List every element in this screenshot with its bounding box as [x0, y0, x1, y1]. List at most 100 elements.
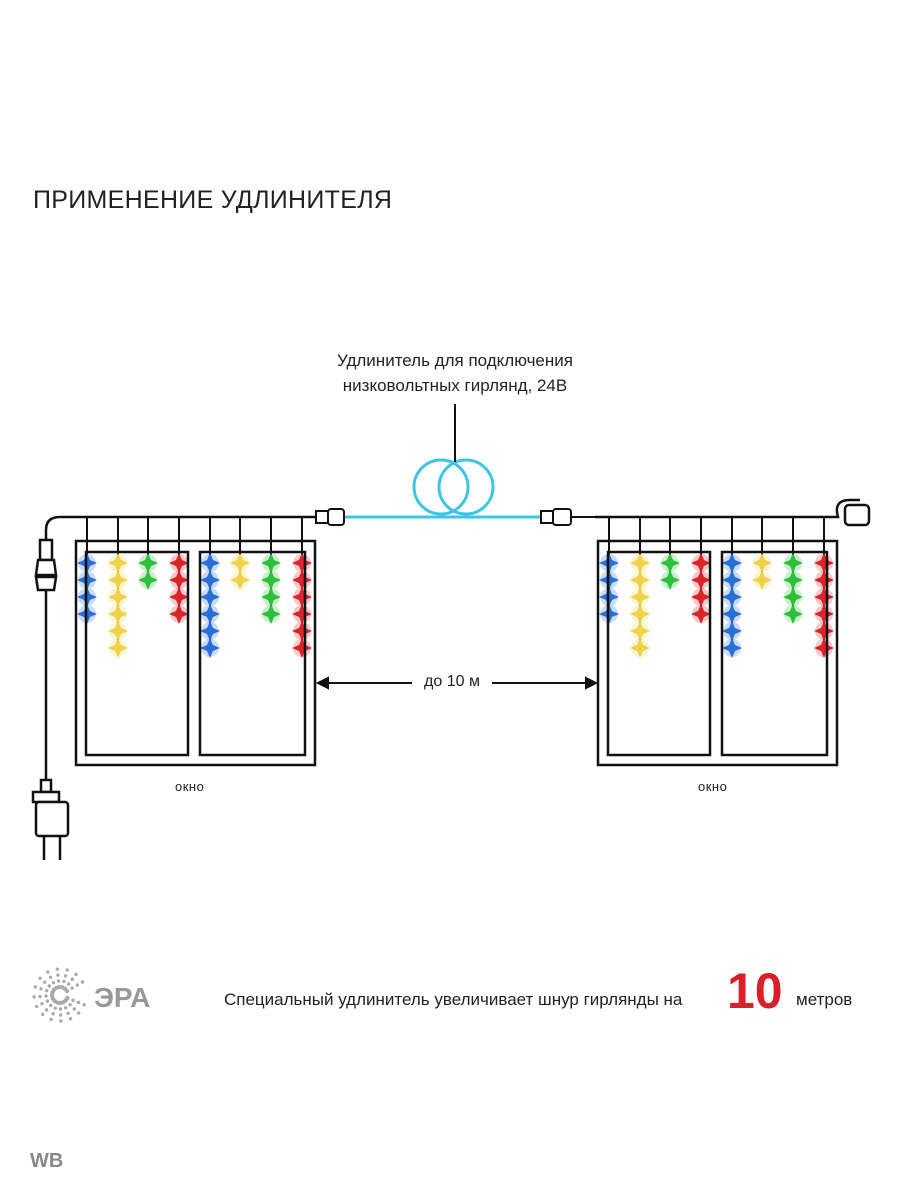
logo-dot [56, 979, 61, 983]
logo-dot [71, 998, 75, 1002]
led-blue [200, 604, 220, 624]
led-blue [200, 570, 220, 590]
logo-dot [40, 1012, 45, 1017]
window-label-right: окно [698, 779, 728, 794]
logo-dot [64, 988, 70, 994]
led-yellow [752, 570, 772, 590]
logo-dot [46, 970, 50, 974]
led-green [783, 570, 803, 590]
logo-dot [42, 980, 47, 984]
led-blue [200, 587, 220, 607]
led-green [783, 553, 803, 573]
led-yellow [108, 621, 128, 641]
right-garland-wire [595, 498, 860, 519]
led-green [138, 570, 158, 590]
led-yellow [630, 553, 650, 573]
logo-dot [48, 1003, 53, 1008]
logo-dot [70, 986, 74, 990]
led-red [814, 570, 834, 590]
led-blue [722, 587, 742, 607]
logo-dot [45, 999, 50, 1003]
led-blue [722, 604, 742, 624]
led-red [691, 570, 711, 590]
logo-dot [53, 1006, 57, 1010]
logo-dot [65, 968, 69, 972]
logo-dot [75, 983, 80, 987]
led-red [292, 638, 312, 658]
led-green [138, 553, 158, 573]
extension-callout: Удлинитель для подключения низковольтных… [300, 348, 610, 398]
led-blue [722, 638, 742, 658]
led-red [814, 621, 834, 641]
led-red [292, 604, 312, 624]
led-blue [722, 621, 742, 641]
led-blue [200, 621, 220, 641]
led-red [814, 604, 834, 624]
led-green [261, 587, 281, 607]
logo-dot [72, 1007, 77, 1011]
led-red [691, 604, 711, 624]
led-yellow [230, 570, 250, 590]
logo-dot [77, 1011, 81, 1015]
logo-dot [56, 973, 60, 977]
led-red [292, 621, 312, 641]
led-green [261, 570, 281, 590]
power-plug-icon [31, 538, 70, 860]
unit-text: метров [796, 990, 853, 1009]
logo-dot [58, 1007, 63, 1011]
led-red [292, 553, 312, 573]
right-window [596, 539, 839, 767]
logo-dot [47, 984, 51, 988]
led-yellow [630, 587, 650, 607]
led-red [814, 587, 834, 607]
logo-dot [51, 1012, 55, 1016]
extension-cable [345, 458, 540, 519]
logo-dot [51, 980, 56, 985]
led-red [169, 553, 189, 573]
led-red [814, 553, 834, 573]
led-blue [722, 570, 742, 590]
logo-dot [38, 976, 42, 980]
logo-dot [44, 1008, 49, 1012]
logo-dot [74, 972, 78, 977]
logo-dot [49, 1017, 53, 1022]
led-green [261, 604, 281, 624]
logo-dot [48, 975, 53, 980]
led-red [169, 587, 189, 607]
svg-text:ЭРА: ЭРА [94, 982, 150, 1013]
logo-dot [58, 1013, 63, 1017]
left-connector-icon [315, 508, 345, 526]
led-red [292, 570, 312, 590]
logo-dot [39, 987, 43, 991]
led-yellow [230, 553, 250, 573]
window-label-left: окно [175, 779, 205, 794]
led-red [169, 570, 189, 590]
bottom-text: Специальный удлинитель увеличивает шнур … [224, 990, 683, 1009]
led-blue [200, 638, 220, 658]
logo-dot [32, 995, 36, 999]
logo-dot [62, 979, 66, 984]
led-blue [200, 553, 220, 573]
logo-dot [66, 982, 71, 986]
led-red [292, 587, 312, 607]
logo-dot [82, 1003, 86, 1007]
logo-dot [76, 1000, 81, 1005]
led-green [783, 604, 803, 624]
led-yellow [108, 553, 128, 573]
logo-dot [63, 974, 68, 978]
logo-dot [70, 977, 75, 981]
led-yellow [630, 604, 650, 624]
callout-line-2: низковольтных гирлянд, 24В [342, 376, 568, 395]
logo-dot [68, 1017, 73, 1021]
page-title: ПРИМЕНЕНИЕ УДЛИНИТЕЛЯ [33, 186, 393, 214]
led-red [814, 638, 834, 658]
logo-dot [59, 1019, 63, 1023]
highlight-number: 10 [727, 963, 783, 1019]
left-garland-wire [44, 515, 315, 540]
logo-dot [44, 988, 49, 993]
led-yellow [108, 570, 128, 590]
led-yellow [630, 638, 650, 658]
led-yellow [108, 604, 128, 624]
